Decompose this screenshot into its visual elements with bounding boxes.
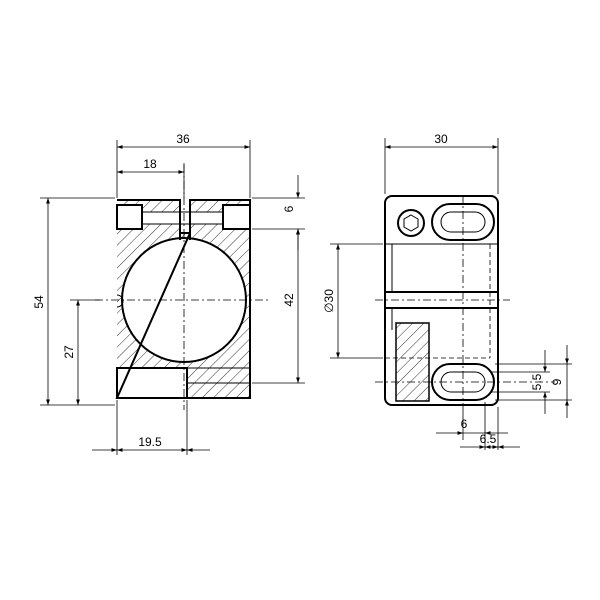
front-view: 36 18 54 27 6 42 19.5 (32, 132, 305, 455)
side-bolt-head (397, 209, 425, 237)
dim-slot-pitch: 9 (550, 378, 564, 385)
side-bolt-socket (403, 214, 419, 232)
dim-height-overall: 54 (32, 295, 46, 309)
dim-slot-edge: 6.5 (480, 432, 497, 446)
dim-bore-diameter: ∅30 (322, 289, 336, 313)
dim-width-half: 18 (143, 157, 157, 171)
front-bolt-hole-right (222, 204, 251, 230)
dim-height-center: 27 (62, 345, 76, 359)
dim-side-width: 30 (434, 132, 448, 146)
dim-width-overall: 36 (176, 132, 190, 146)
dim-slot-offset-side: 6 (461, 417, 468, 431)
side-insert-hatch (395, 322, 430, 402)
dim-top-thickness: 6 (282, 205, 296, 212)
dim-bore-span: 42 (282, 293, 296, 307)
side-view: 30 ∅30 5.5 9 6 6.5 (322, 132, 572, 450)
side-outline (384, 195, 499, 406)
dim-slot-offset: 19.5 (138, 435, 162, 449)
dim-slot-width: 5.5 (530, 373, 544, 390)
front-bolt-hole-left (116, 204, 143, 230)
